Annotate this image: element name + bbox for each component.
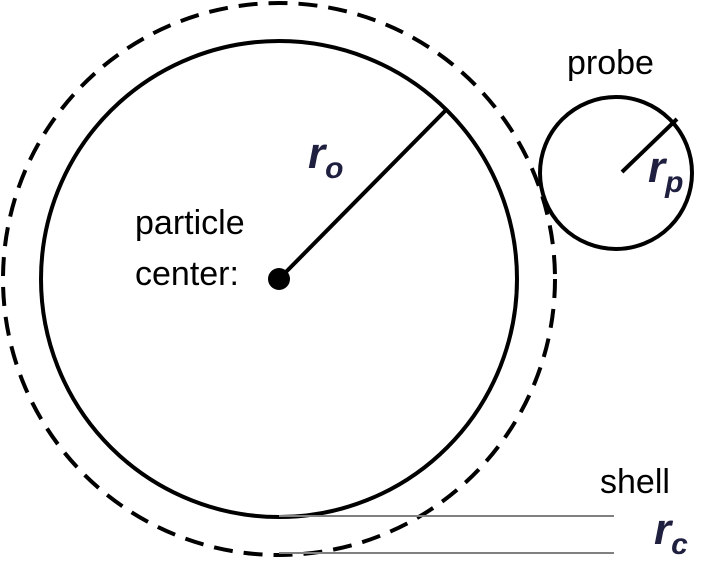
r-o-base: r	[308, 129, 328, 178]
r-p-base: r	[648, 143, 668, 192]
r-c-base: r	[654, 505, 674, 554]
center-label: center:	[135, 255, 239, 293]
r-o-subscript: o	[325, 152, 343, 185]
r-c-symbol: rc	[654, 505, 688, 561]
r-c-subscript: c	[671, 528, 688, 561]
shell-circle	[1, 1, 557, 557]
shell-label: shell	[600, 463, 670, 501]
probe-circle	[538, 95, 694, 251]
particle-radius-line	[277, 108, 448, 281]
r-p-subscript: p	[664, 166, 683, 199]
particle-label: particle	[135, 204, 245, 242]
r-p-symbol: rp	[648, 143, 683, 199]
particle-center-dot	[268, 268, 290, 290]
probe-radius-line	[620, 117, 679, 174]
probe-label: probe	[567, 44, 654, 82]
r-o-symbol: ro	[308, 129, 343, 185]
